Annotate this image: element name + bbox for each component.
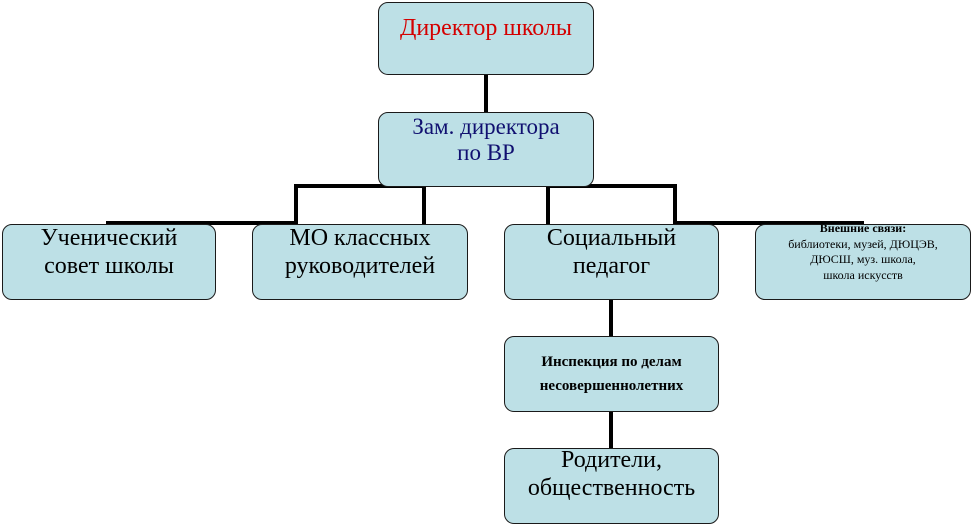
deputy-director-box: Зам. директора по ВР	[378, 112, 594, 187]
director-label: Директор школы	[399, 15, 573, 41]
social-teacher-line1: Социальный	[546, 225, 677, 251]
social-teacher-box: Социальный педагог	[504, 224, 719, 300]
mo-teachers-line1: МО классных	[289, 225, 431, 251]
mo-teachers-line2: руководителей	[284, 252, 436, 279]
external-links-box: Внешние связи: библиотеки, музей, ДЮЦЭВ,…	[755, 221, 971, 300]
parents-line1: Родители,	[560, 447, 663, 473]
parents-line2: общественность	[527, 474, 696, 501]
external-links-line1: библиотеки, музей, ДЮЦЭВ,	[788, 236, 938, 251]
inspection-line1: Инспекция по делам	[541, 354, 682, 370]
external-links-heading: Внешние связи:	[819, 221, 907, 235]
inspection-line2: несовершеннолетних	[539, 378, 684, 394]
external-links-line3: школа искусств	[823, 267, 903, 282]
student-council-line1: Ученический	[40, 225, 178, 251]
juvenile-inspection-box: Инспекция по делам несовершеннолетних	[504, 336, 719, 412]
student-council-line2: совет школы	[44, 252, 174, 279]
deputy-label-line1: Зам. директора	[412, 114, 560, 139]
director-box: Директор школы	[378, 2, 594, 75]
external-links-line2: ДЮСШ, муз. школа,	[810, 252, 916, 267]
mo-teachers-box: МО классных руководителей	[252, 224, 468, 300]
social-teacher-line2: педагог	[572, 252, 651, 279]
deputy-label-line2: по ВР	[457, 140, 515, 166]
parents-box: Родители, общественность	[504, 447, 719, 524]
student-council-box: Ученический совет школы	[2, 224, 216, 300]
